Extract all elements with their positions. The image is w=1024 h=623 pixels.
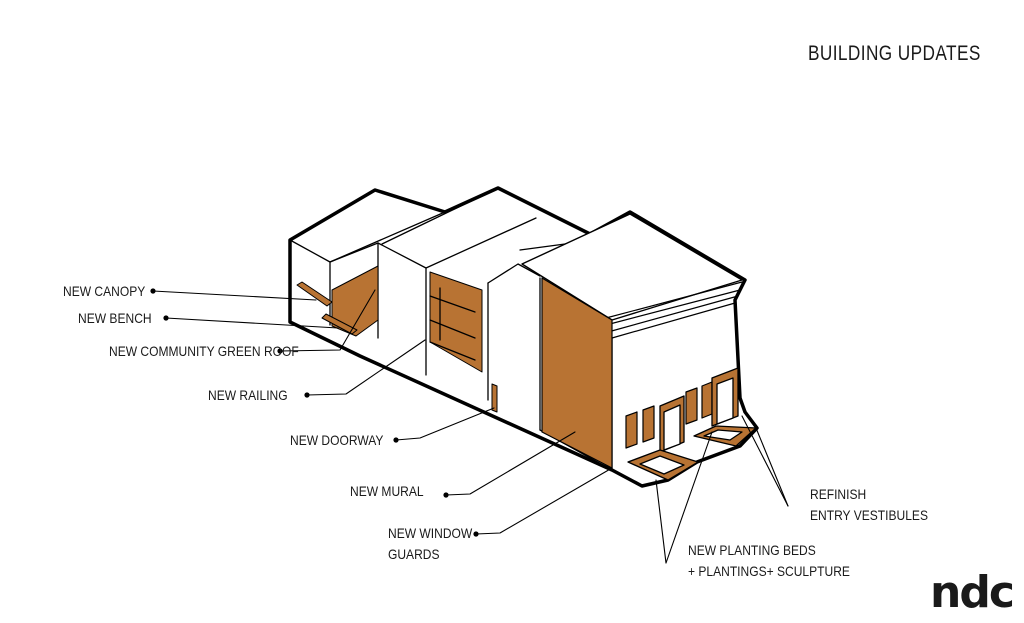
label-new-railing: NEW RAILING — [208, 387, 288, 403]
entry-vestibule-1 — [627, 395, 699, 481]
label-refinish-entry-vestibules: REFINISH ENTRY VESTIBULES — [810, 484, 928, 526]
label-new-bench: NEW BENCH — [78, 310, 152, 326]
window-guards — [625, 381, 713, 449]
leader-dots — [150, 288, 479, 537]
label-line: NEW WINDOW — [388, 525, 473, 541]
entry-vestibule-2 — [693, 367, 757, 447]
diagram-title: BUILDING UPDATES — [808, 42, 981, 65]
interior-walls — [289, 187, 581, 431]
label-line: NEW PLANTING BEDS — [688, 542, 816, 558]
ndc-logo: ndc — [930, 567, 1015, 618]
label-new-canopy: NEW CANOPY — [63, 283, 146, 299]
label-new-mural: NEW MURAL — [350, 483, 424, 499]
label-new-community-green-roof: NEW COMMUNITY GREEN ROOF — [109, 343, 299, 359]
label-new-window-guards: NEW WINDOW GUARDS — [388, 523, 472, 565]
leader-lines — [152, 289, 789, 564]
label-line: REFINISH — [810, 486, 867, 502]
label-line: + PLANTINGS+ SCULPTURE — [688, 563, 850, 579]
canopy — [296, 281, 333, 307]
label-line: GUARDS — [388, 546, 440, 562]
doorway — [491, 383, 498, 413]
label-new-doorway: NEW DOORWAY — [290, 432, 384, 448]
label-line: ENTRY VESTIBULES — [810, 507, 928, 523]
label-new-planting-beds: NEW PLANTING BEDS + PLANTINGS+ SCULPTURE — [688, 540, 850, 582]
bench — [321, 313, 358, 335]
railing-lines — [429, 287, 476, 361]
